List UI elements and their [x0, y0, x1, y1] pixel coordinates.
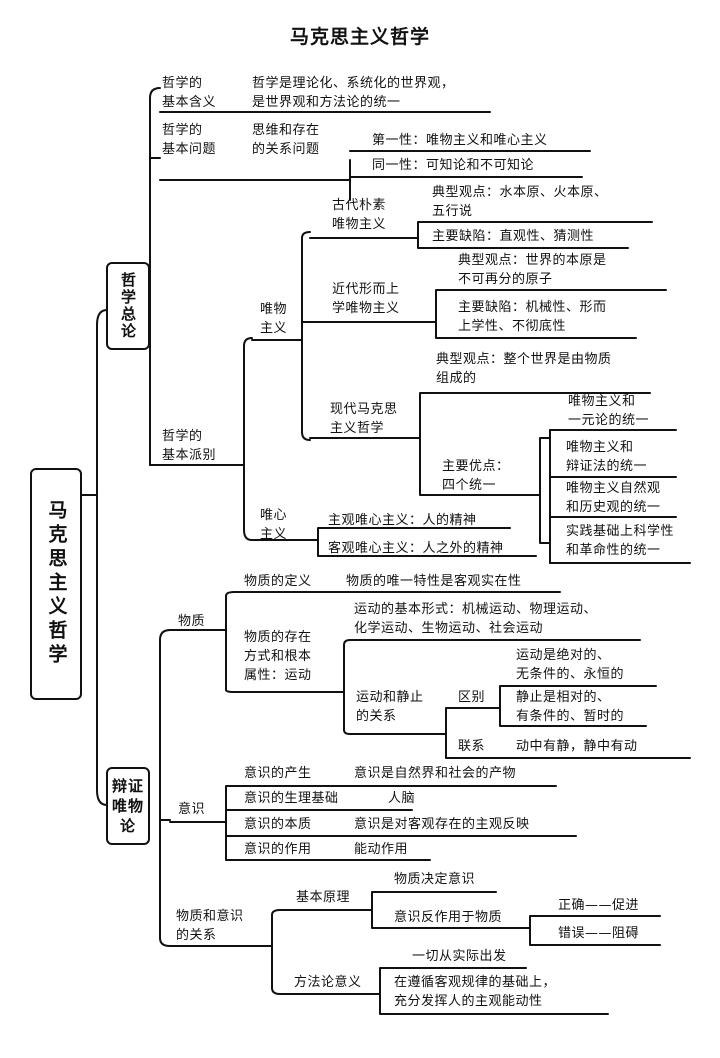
role-label: 意识的作用 [244, 842, 312, 857]
wrong-text: 错误——阻碍 [558, 926, 640, 941]
origin-text: 意识是自然界和社会的产物 [354, 766, 517, 781]
difference-label: 区别 [458, 690, 486, 705]
ancient-view: 典型观点：水本原、火本原、 五行说 [432, 185, 608, 219]
dialectic-label: 辩证 唯物 论 [111, 777, 144, 835]
from-reality-text: 一切从实际出发 [412, 949, 507, 964]
question-mid: 思维和存在 的关系问题 [252, 123, 320, 157]
connection-label: 联系 [458, 739, 486, 754]
essence-text: 意识是对客观存在的主观反映 [354, 817, 530, 832]
matter-def-text: 物质的唯一特性是客观实在性 [346, 574, 522, 589]
absolute-text: 运动是绝对的、 无条件的、永恒的 [516, 648, 625, 682]
marxist-label: 现代马克思 主义哲学 [330, 402, 398, 436]
unity-item: 唯物主义和 辩证法的统一 [566, 440, 648, 474]
root-node: 马克思主义哲学 [30, 468, 82, 700]
overview-label: 哲学总论 [119, 272, 137, 340]
reacts-text: 意识反作用于物质 [394, 910, 503, 925]
unity-item: 实践基础上科学性 和革命性的统一 [566, 524, 675, 558]
basis-label: 意识的生理基础 [244, 791, 339, 806]
overview-node: 哲学总论 [106, 262, 150, 350]
role-text: 能动作用 [354, 842, 409, 857]
question-same: 同一性：可知论和不可知论 [372, 158, 535, 173]
origin-label: 意识的产生 [244, 766, 312, 781]
ancient-flaw: 主要缺陷：直观性、猜测性 [432, 229, 595, 244]
principle-label: 基本原理 [296, 890, 351, 905]
materialism-label: 唯物 主义 [260, 302, 288, 336]
initiative-text: 在遵循客观规律的基础上， 充分发挥人的主观能动性 [394, 975, 557, 1009]
objective-idealism: 客观唯心主义：人之外的精神 [328, 541, 504, 556]
matter-def-label: 物质的定义 [244, 574, 312, 589]
consciousness-label: 意识 [178, 802, 206, 817]
modern-view: 典型观点：世界的本原是 不可再分的原子 [458, 253, 607, 287]
matter-label: 物质 [178, 614, 206, 629]
ancient-label: 古代朴素 唯物主义 [332, 198, 387, 232]
question-label: 哲学的 基本问题 [162, 123, 217, 157]
method-label: 方法论意义 [294, 975, 362, 990]
marxist-merit: 主要优点： 四个统一 [442, 459, 510, 493]
meaning-text: 哲学是理论化、系统化的世界观， 是世界观和方法论的统一 [252, 76, 455, 110]
schools-label: 哲学的 基本派别 [162, 429, 217, 463]
basis-text: 人脑 [388, 791, 416, 806]
relative-text: 静止是相对的、 有条件的、暂时的 [516, 690, 625, 724]
correct-text: 正确——促进 [558, 898, 640, 913]
modern-flaw: 主要缺陷：机械性、形而 上学性、不彻底性 [458, 300, 607, 334]
page-title: 马克思主义哲学 [289, 26, 430, 48]
marxist-view: 典型观点：整个世界是由物质 组成的 [436, 352, 612, 386]
unity-item: 唯物主义和 一元论的统一 [568, 394, 650, 428]
motion-rest: 运动和静止 的关系 [356, 690, 424, 724]
matter-mode: 物质的存在 方式和根本 属性：运动 [244, 630, 312, 683]
unity-item: 唯物主义自然观 和历史观的统一 [566, 481, 661, 515]
dialectic-node: 辩证 唯物 论 [106, 767, 150, 845]
subjective-idealism: 主观唯心主义：人的精神 [328, 513, 477, 528]
connection-text: 动中有静，静中有动 [516, 739, 638, 754]
relation-label: 物质和意识 的关系 [176, 909, 244, 943]
root-label: 马克思主义哲学 [45, 500, 68, 668]
idealism-label: 唯心 主义 [260, 508, 288, 542]
modern-label: 近代形而上 学唯物主义 [332, 282, 400, 316]
question-first: 第一性：唯物主义和唯心主义 [372, 133, 548, 148]
decides-text: 物质决定意识 [394, 872, 476, 887]
meaning-label: 哲学的 基本含义 [162, 76, 217, 110]
essence-label: 意识的本质 [244, 817, 312, 832]
motion-forms: 运动的基本形式：机械运动、物理运动、 化学运动、生物运动、社会运动 [354, 602, 598, 636]
